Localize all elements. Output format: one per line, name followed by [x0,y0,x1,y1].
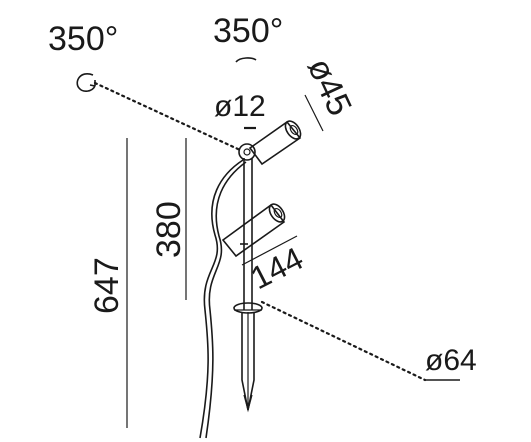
base-diameter-leader [260,300,427,382]
stem-diameter-label: ø12 [214,90,266,123]
rotation-left-label: 350° [48,20,118,58]
upper-spotlight-lens [284,120,302,140]
rotation-arrow-top [235,57,257,63]
upper-spotlight-body [248,120,302,166]
mount-screw [243,148,251,156]
rotation-axis-left [93,81,242,152]
lower-spotlight-body [221,203,286,258]
rotation-arrow-left [76,73,96,92]
base-plate [233,302,263,314]
upper-spotlight [248,120,302,166]
ground-spike-tip [243,394,253,413]
total-height-label: 647 [88,257,126,314]
mount-knuckle [238,143,256,161]
spacing-dimension-line [241,235,298,266]
base-diameter-label: ø64 [425,344,477,377]
head-diameter-dimension-line [304,94,324,132]
upper-height-label: 380 [150,201,188,258]
spacing-label: 144 [245,240,309,296]
lower-spotlight-lens-inner [273,207,283,219]
power-cable-outer [205,161,247,439]
upper-spotlight-lens-inner [289,124,299,136]
rotation-top-label: 350° [213,12,283,50]
head-diameter-label: ø45 [300,52,359,121]
lower-spotlight [221,203,286,258]
power-cable [199,159,244,439]
lower-spotlight-lens [268,203,286,223]
